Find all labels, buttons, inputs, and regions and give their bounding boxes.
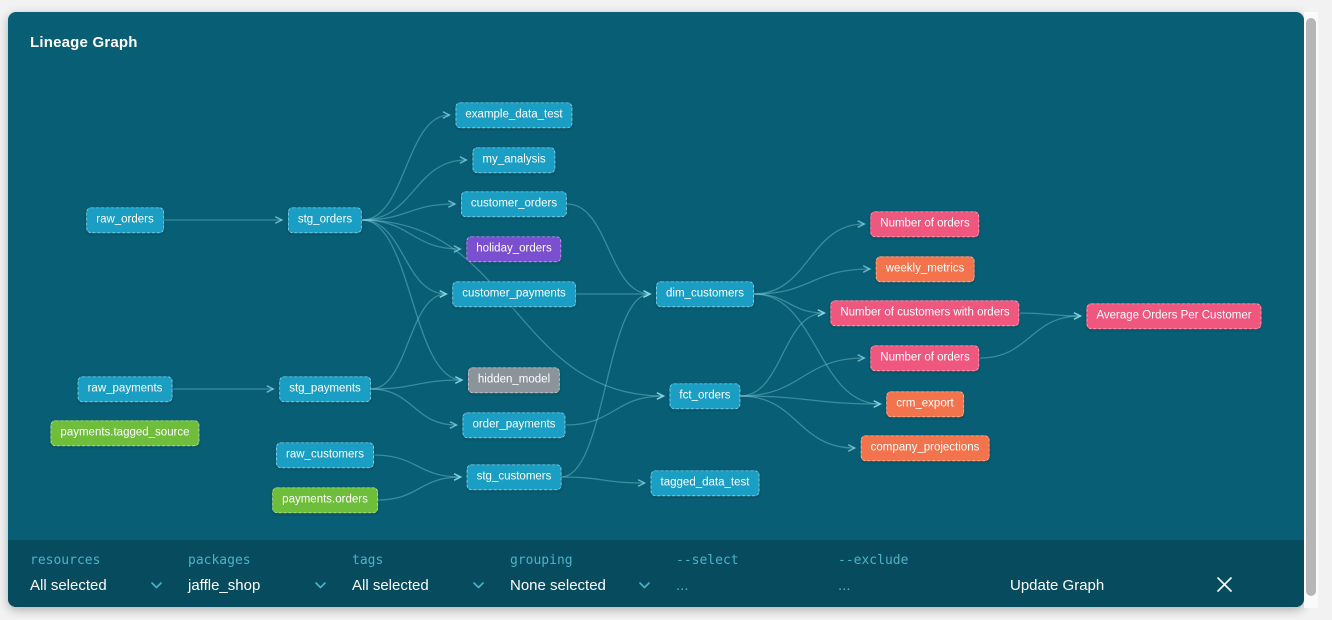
scrollbar-track[interactable] bbox=[1304, 12, 1318, 608]
graph-edge-stg_orders-to-holiday_orders bbox=[362, 219, 462, 253]
filter-packages-label: packages bbox=[188, 553, 251, 568]
graph-node-stg_customers[interactable]: stg_customers bbox=[466, 464, 562, 490]
graph-node-fct_orders[interactable]: fct_orders bbox=[669, 383, 741, 409]
scrollbar-thumb[interactable] bbox=[1306, 18, 1316, 596]
graph-edge-fct_orders-to-crm_export bbox=[740, 395, 882, 408]
graph-node-raw_payments[interactable]: raw_payments bbox=[77, 376, 173, 402]
lineage-graph-panel: Lineage Graph raw_orders stg_orders exampl… bbox=[8, 12, 1304, 607]
tags-dropdown-value: All selected bbox=[352, 577, 429, 594]
graph-node-holiday_orders[interactable]: holiday_orders bbox=[466, 236, 562, 262]
graph-node-example_data_test[interactable]: example_data_test bbox=[455, 102, 573, 128]
chevron-down-icon bbox=[151, 582, 162, 589]
graph-node-payments_orders[interactable]: payments.orders bbox=[272, 487, 378, 513]
graph-edge-raw_customers-to-stg_customers bbox=[373, 454, 463, 481]
graph-edge-dim_customers-to-number_of_orders_1 bbox=[753, 220, 866, 295]
graph-node-avg_orders_per_customer[interactable]: Average Orders Per Customer bbox=[1086, 303, 1262, 329]
graph-node-customer_orders[interactable]: customer_orders bbox=[460, 191, 568, 217]
chevron-down-icon bbox=[639, 582, 650, 589]
filter-select: --select ... bbox=[676, 553, 838, 594]
graph-node-company_projections[interactable]: company_projections bbox=[860, 435, 990, 461]
graph-edge-stg_orders-to-my_analysis bbox=[362, 156, 468, 221]
grouping-dropdown-value: None selected bbox=[510, 577, 606, 594]
graph-node-weekly_metrics[interactable]: weekly_metrics bbox=[875, 256, 975, 282]
graph-node-raw_customers[interactable]: raw_customers bbox=[276, 442, 374, 468]
graph-node-payments_tagged_source[interactable]: payments.tagged_source bbox=[50, 420, 200, 446]
graph-node-number_of_customers_with_orders[interactable]: Number of customers with orders bbox=[830, 300, 1020, 326]
graph-edge-order_payments-to-fct_orders bbox=[565, 392, 666, 426]
select-input[interactable]: ... bbox=[676, 577, 838, 594]
graph-edge-stg_customers-to-dim_customers bbox=[561, 290, 652, 478]
graph-edge-stg_payments-to-customer_payments bbox=[370, 290, 448, 390]
filter-select-label: --select bbox=[676, 553, 739, 568]
graph-edge-stg_orders-to-fct_orders bbox=[362, 219, 666, 400]
filter-exclude: --exclude ... bbox=[838, 553, 1000, 594]
graph-edge-dim_customers-to-weekly_metrics bbox=[753, 265, 872, 295]
graph-edge-fct_orders-to-company_projections bbox=[740, 395, 857, 452]
packages-dropdown-value: jaffle_shop bbox=[188, 577, 261, 594]
graph-edge-stg_payments-to-order_payments bbox=[370, 388, 459, 429]
resources-dropdown[interactable]: All selected bbox=[30, 577, 188, 594]
graph-node-hidden_model[interactable]: hidden_model bbox=[467, 367, 561, 393]
graph-node-dim_customers[interactable]: dim_customers bbox=[656, 281, 754, 307]
graph-node-tagged_data_test[interactable]: tagged_data_test bbox=[650, 470, 760, 496]
tags-dropdown[interactable]: All selected bbox=[352, 577, 510, 594]
graph-edge-fct_orders-to-number_of_orders_2 bbox=[740, 354, 866, 397]
graph-edge-stg_orders-to-customer_payments bbox=[362, 219, 448, 298]
graph-edge-payments_orders-to-stg_customers bbox=[377, 473, 463, 501]
graph-edge-stg_orders-to-customer_orders bbox=[362, 200, 457, 221]
graph-node-number_of_orders_1[interactable]: Number of orders bbox=[870, 211, 980, 237]
chevron-down-icon bbox=[473, 582, 484, 589]
grouping-dropdown[interactable]: None selected bbox=[510, 577, 676, 594]
graph-edge-stg_orders-to-example_data_test bbox=[362, 111, 452, 221]
graph-edge-dim_customers-to-number_of_customers_with_orders bbox=[753, 293, 826, 317]
resources-dropdown-value: All selected bbox=[30, 577, 107, 594]
graph-edge-stg_customers-to-tagged_data_test bbox=[561, 476, 647, 487]
page-title: Lineage Graph bbox=[30, 34, 138, 51]
graph-toolbar: resources All selected packages jaffle_s… bbox=[8, 540, 1304, 607]
graph-edge-stg_orders-to-hidden_model bbox=[362, 219, 464, 384]
filter-resources: resources All selected bbox=[30, 553, 188, 594]
packages-dropdown[interactable]: jaffle_shop bbox=[188, 577, 352, 594]
filter-packages: packages jaffle_shop bbox=[188, 553, 352, 594]
graph-node-number_of_orders_2[interactable]: Number of orders bbox=[870, 345, 980, 371]
graph-edge-stg_payments-to-hidden_model bbox=[370, 376, 464, 390]
graph-edge-customer_orders-to-dim_customers bbox=[567, 203, 652, 298]
graph-edge-number_of_orders_2-to-avg_orders_per_customer bbox=[979, 312, 1083, 359]
lineage-graph-canvas[interactable]: raw_orders stg_orders example_data_test my_… bbox=[8, 12, 1304, 540]
chevron-down-icon bbox=[315, 582, 326, 589]
graph-edge-dim_customers-to-crm_export bbox=[753, 293, 882, 408]
graph-edge-number_of_customers_with_orders-to-avg_orders_per_customer bbox=[1019, 312, 1083, 320]
graph-edges-layer bbox=[163, 111, 1083, 501]
graph-edge-fct_orders-to-number_of_customers_with_orders bbox=[740, 309, 826, 397]
exclude-input[interactable]: ... bbox=[838, 577, 1000, 594]
filter-tags: tags All selected bbox=[352, 553, 510, 594]
select-input-placeholder: ... bbox=[676, 577, 689, 594]
graph-node-customer_payments[interactable]: customer_payments bbox=[452, 281, 576, 307]
graph-node-raw_orders[interactable]: raw_orders bbox=[86, 207, 164, 233]
graph-node-stg_payments[interactable]: stg_payments bbox=[279, 376, 371, 402]
graph-node-my_analysis[interactable]: my_analysis bbox=[472, 147, 556, 173]
filter-tags-label: tags bbox=[352, 553, 384, 568]
filter-resources-label: resources bbox=[30, 553, 101, 568]
graph-node-order_payments[interactable]: order_payments bbox=[462, 412, 566, 438]
close-icon[interactable] bbox=[1216, 576, 1233, 598]
graph-node-crm_export[interactable]: crm_export bbox=[886, 391, 964, 417]
filter-grouping-label: grouping bbox=[510, 553, 573, 568]
update-graph-button[interactable]: Update Graph bbox=[1010, 577, 1105, 594]
filter-exclude-label: --exclude bbox=[838, 553, 909, 568]
filter-grouping: grouping None selected bbox=[510, 553, 676, 594]
exclude-input-placeholder: ... bbox=[838, 577, 851, 594]
graph-node-stg_orders[interactable]: stg_orders bbox=[287, 207, 363, 233]
